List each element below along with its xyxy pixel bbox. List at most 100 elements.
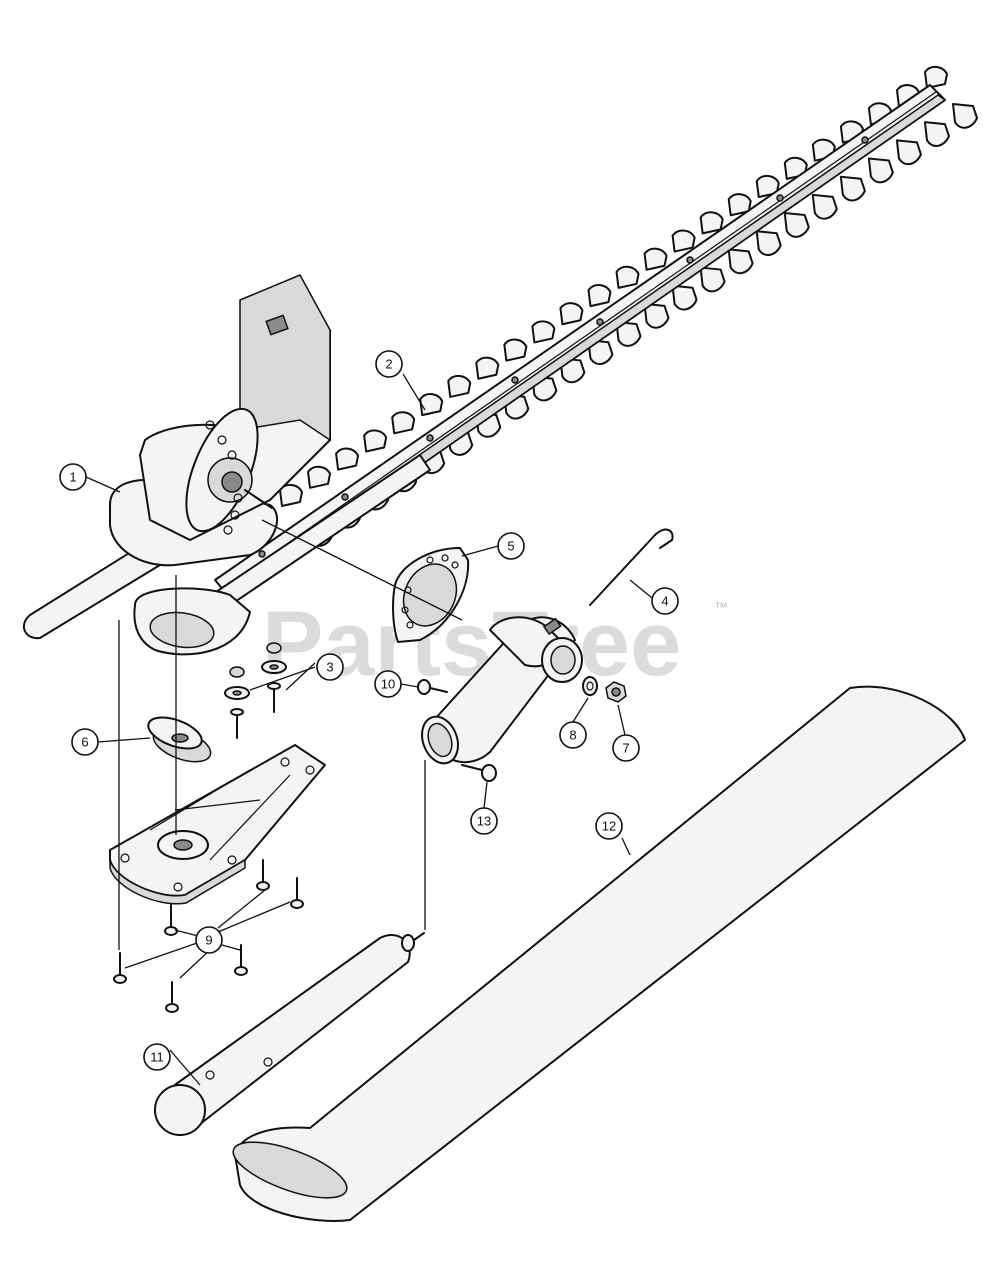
- blade-rivet: [686, 256, 694, 264]
- flange-plate: [392, 547, 470, 643]
- callout-c12: 12: [595, 812, 623, 840]
- blade-tooth-upper: [615, 265, 640, 289]
- blade-rivet: [596, 318, 604, 326]
- callout-label: 2: [385, 357, 392, 372]
- callout-label: 4: [661, 594, 668, 609]
- blade-tooth-upper: [924, 66, 948, 89]
- blade-rivet: [776, 194, 784, 202]
- blade-tooth-upper: [755, 175, 780, 199]
- blade-tooth-lower: [699, 266, 726, 293]
- callout-label: 7: [622, 741, 629, 756]
- base-plate: [109, 744, 326, 905]
- blade-tooth-lower: [615, 321, 642, 347]
- blade-assembly: [133, 66, 978, 656]
- blade-tooth-lower: [839, 175, 866, 202]
- callout-c2: 2: [375, 350, 403, 378]
- drive-shaft-tube: [154, 932, 425, 1136]
- blade-tooth-lower: [783, 212, 810, 238]
- callout-label: 9: [205, 933, 212, 948]
- callout-c3: 3: [316, 653, 344, 681]
- blade-scabbard: [232, 685, 966, 1222]
- blade-rivet: [426, 434, 434, 442]
- blade-tooth-upper: [307, 465, 332, 489]
- blade-rivet: [258, 550, 266, 558]
- grommet: [147, 716, 212, 763]
- blade-tooth-lower: [867, 157, 894, 184]
- blade-rivet: [511, 376, 519, 384]
- callout-c5: 5: [497, 532, 525, 560]
- blade-tooth-lower: [895, 139, 922, 166]
- blade-tooth-lower: [587, 339, 614, 366]
- blade-tooth-upper: [363, 429, 388, 453]
- housing-disc-holes: [205, 420, 243, 535]
- blade-tooth-upper: [503, 338, 528, 362]
- callout-label: 10: [381, 677, 395, 692]
- screw-set-left: [224, 666, 250, 739]
- coupler-assembly: [417, 616, 627, 782]
- callout-c13: 13: [470, 807, 498, 835]
- scabbard-body: [234, 685, 966, 1222]
- rod-pin: [589, 528, 674, 606]
- gearbox-housing: [22, 274, 331, 640]
- blade-tooth-upper: [587, 284, 612, 308]
- screw-9: [290, 877, 304, 909]
- callout-label: 6: [81, 735, 88, 750]
- screw-9: [164, 904, 178, 936]
- screw-washer-set: [224, 642, 287, 739]
- screw-set-right: [261, 642, 287, 713]
- callout-label: 12: [602, 819, 616, 834]
- blade-tooth-upper: [699, 211, 724, 235]
- blade-tooth-upper: [447, 374, 472, 398]
- coupler-bottom-screw: [461, 764, 497, 782]
- callout-c7: 7: [612, 734, 640, 762]
- leader-lines: [85, 373, 653, 1086]
- screw-9: [165, 981, 179, 1013]
- scabbard-opening: [232, 1141, 348, 1199]
- blade-tooth-lower: [923, 121, 950, 147]
- callout-label: 1: [69, 470, 76, 485]
- rod-pin-loop: [654, 528, 674, 549]
- screw-9: [234, 944, 248, 976]
- blade-tooth-upper: [475, 356, 500, 380]
- blade-tooth-upper: [531, 320, 556, 344]
- washer-8: [582, 676, 598, 696]
- blade-tooth-lower: [727, 248, 754, 275]
- blade-mount-ring-hole: [149, 611, 215, 649]
- callout-label: 11: [150, 1050, 164, 1065]
- housing-bearing-center: [221, 471, 243, 493]
- blade-tooth-upper: [419, 393, 444, 417]
- screw-9: [113, 952, 127, 984]
- blade-tooth-lower: [811, 193, 838, 220]
- blade-tooth-lower: [755, 230, 782, 256]
- screw-9: [256, 859, 270, 891]
- blade-tooth-upper: [671, 229, 696, 253]
- callout-c9: 9: [195, 926, 223, 954]
- housing-handle-arm: [22, 539, 161, 640]
- callout-label: 3: [326, 660, 333, 675]
- callout-label: 8: [569, 728, 576, 743]
- blade-tooth-lower: [643, 302, 670, 329]
- callout-label: 5: [507, 539, 514, 554]
- shaft-tube-end: [154, 1084, 206, 1136]
- callout-c8: 8: [559, 721, 587, 749]
- blade-tooth-upper: [559, 302, 584, 326]
- base-plate-body: [109, 744, 326, 897]
- blade-tooth-upper: [727, 193, 752, 217]
- blade-rivet: [341, 493, 349, 501]
- blade-rivets: [258, 136, 869, 558]
- coupler-clamp-bolt: [542, 617, 562, 636]
- base-plate-screws: [113, 859, 304, 1013]
- blade-tooth-upper: [643, 247, 668, 271]
- blade-tooth-upper: [335, 447, 360, 471]
- callout-c1: 1: [59, 463, 87, 491]
- housing-square-socket: [265, 314, 289, 336]
- blade-rivet: [861, 136, 869, 144]
- blade-tooth-lower: [952, 103, 978, 129]
- blade-tooth-upper: [391, 411, 416, 435]
- callout-c4: 4: [651, 587, 679, 615]
- callout-c6: 6: [71, 728, 99, 756]
- callout-label: 13: [477, 814, 491, 829]
- watermark-trademark: ™: [714, 599, 728, 615]
- callout-c10: 10: [374, 670, 402, 698]
